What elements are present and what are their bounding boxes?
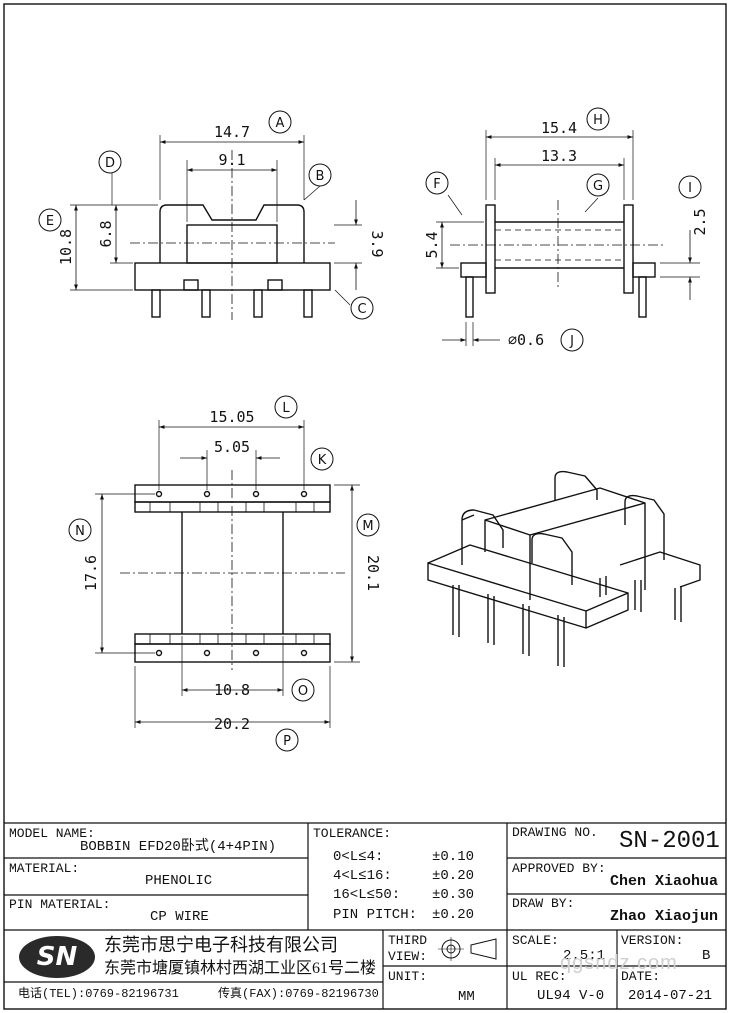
tolerance-range-1: 0<L≤4:: [333, 849, 384, 865]
dim-i-value: 2.5: [691, 208, 709, 235]
callout-d: D: [105, 156, 115, 171]
drawing-no-value: SN-2001: [619, 828, 720, 855]
third-view-label-2: VIEW:: [388, 949, 428, 964]
callout-o: O: [298, 684, 308, 699]
dim-f-value: 5.4: [423, 231, 441, 258]
model-name-label: MODEL NAME:: [9, 826, 95, 841]
company-fax: 传真(FAX):0769-82196730: [218, 987, 379, 1001]
callout-i: I: [688, 181, 692, 196]
scale-value: 2.5:1: [563, 948, 606, 964]
draw-by-label: DRAW BY:: [512, 896, 575, 911]
pin-material-value: CP WIRE: [150, 909, 209, 925]
dim-p-value: 20.2: [214, 715, 250, 733]
tolerance-value-4: ±0.20: [432, 907, 475, 923]
scale-label: SCALE:: [512, 933, 559, 948]
approved-by-value: Chen Xiaohua: [610, 873, 719, 890]
tolerance-label: TOLERANCE:: [313, 826, 392, 841]
tolerance-range-4: PIN PITCH:: [333, 907, 418, 923]
tolerance-value-1: ±0.10: [432, 849, 475, 865]
callout-c: C: [357, 302, 366, 317]
unit-value: MM: [458, 989, 475, 1005]
title-block-grid: [4, 822, 726, 1009]
callout-n: N: [75, 524, 85, 539]
unit-label: UNIT:: [388, 969, 428, 984]
isometric-view: [427, 470, 701, 667]
dim-m-value: 20.1: [364, 555, 382, 591]
dim-c-value: 3.9: [368, 230, 386, 257]
dim-g-value: 13.3: [541, 147, 577, 165]
pin-material-label: PIN MATERIAL:: [9, 897, 111, 912]
callout-f: F: [433, 177, 440, 192]
dim-n-value: 17.6: [82, 555, 100, 591]
version-value: B: [702, 948, 711, 964]
approved-by-label: APPROVED BY:: [512, 861, 606, 876]
dim-j-value: ⌀0.6: [508, 331, 544, 349]
callout-e: E: [46, 214, 54, 229]
version-label: VERSION:: [621, 933, 684, 948]
company-logo: SN: [19, 936, 95, 978]
callout-k: K: [318, 453, 327, 468]
drawing-border: [3, 3, 727, 1010]
ul-rec-value: UL94 V-0: [537, 988, 605, 1004]
company-name: 东莞市思宁电子科技有限公司: [104, 935, 338, 955]
dim-k-value: 5.05: [214, 438, 250, 456]
callout-p: P: [283, 734, 291, 749]
tolerance-value-3: ±0.30: [432, 887, 475, 903]
date-label: DATE:: [621, 969, 661, 984]
dim-o-value: 10.8: [214, 681, 250, 699]
third-view-label-1: THIRD: [388, 933, 428, 948]
callout-m: M: [362, 519, 373, 534]
model-name-value: BOBBIN EFD20卧式(4+4PIN): [80, 839, 277, 855]
material-value: PHENOLIC: [145, 873, 213, 889]
watermark: qgsndz.com: [560, 952, 678, 974]
third-angle-projection-icon: [438, 937, 497, 961]
callout-g: G: [593, 179, 603, 194]
callout-l: L: [282, 401, 290, 416]
date-value: 2014-07-21: [628, 988, 713, 1004]
tolerance-range-3: 16<L≤50:: [333, 887, 401, 903]
draw-by-value: Zhao Xiaojun: [610, 908, 719, 925]
tolerance-range-2: 4<L≤16:: [333, 868, 392, 884]
material-label: MATERIAL:: [9, 861, 80, 876]
callout-j: J: [569, 334, 574, 349]
callout-a: A: [276, 116, 285, 131]
front-view: [70, 135, 362, 320]
dim-a-value: 14.7: [214, 123, 250, 141]
dim-d-value: 6.8: [97, 220, 115, 247]
dim-h-value: 15.4: [541, 119, 577, 137]
company-address: 东莞市塘厦镇林村西湖工业区61号二楼: [104, 960, 377, 977]
side-view: [436, 130, 700, 346]
dim-e-value: 10.8: [57, 229, 75, 265]
callout-h: H: [593, 113, 603, 128]
bottom-view: [95, 420, 360, 728]
dim-b-value: 9.1: [218, 151, 245, 169]
drawing-no-label: DRAWING NO.: [512, 825, 598, 840]
ul-rec-label: UL REC:: [512, 969, 567, 984]
dim-l-value: 15.05: [209, 408, 254, 426]
company-phone: 电话(TEL):0769-82196731: [18, 987, 179, 1001]
callout-b: B: [316, 169, 325, 184]
tolerance-value-2: ±0.20: [432, 868, 475, 884]
